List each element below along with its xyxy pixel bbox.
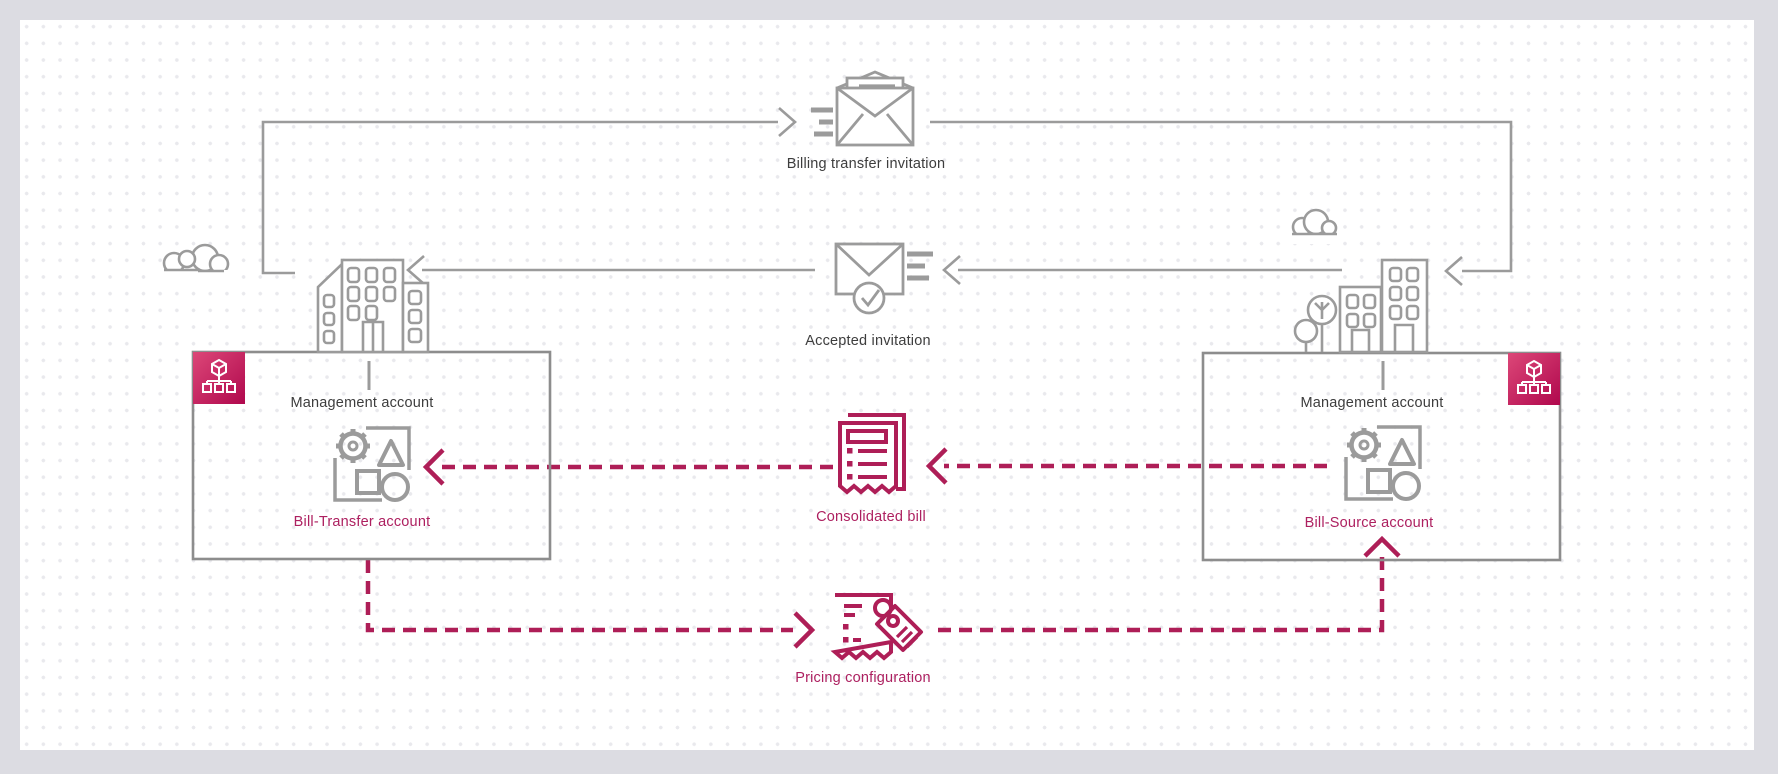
tree-icon (1293, 318, 1319, 352)
gear-icon (336, 429, 370, 463)
accepted-invitation-label: Accepted invitation (805, 333, 931, 349)
management-account-label-right: Management account (1300, 395, 1444, 411)
accepted-invitation-flow-left (406, 255, 815, 285)
office-buildings-trees-icon (1293, 258, 1429, 354)
speed-lines-icon (907, 251, 933, 281)
square-shape (355, 469, 381, 495)
arrowhead-up-icon (1363, 535, 1401, 558)
arrowhead-left-icon (1444, 256, 1463, 286)
cloud-icon (1288, 208, 1340, 244)
consolidated-bill-flow-left (422, 448, 833, 486)
tree-icon (1306, 294, 1338, 352)
square-shape (1366, 468, 1392, 494)
tag-ring-icon (873, 598, 893, 618)
arrowhead-right-icon (778, 107, 797, 137)
arrowhead-left-icon (406, 255, 425, 285)
billing-transfer-invitation-label: Billing transfer invitation (786, 156, 946, 172)
open-envelope-send-icon (811, 70, 915, 147)
resources-icon (1344, 425, 1422, 501)
bill-transfer-account-label: Bill-Transfer account (293, 514, 431, 530)
tag-hole-icon (886, 614, 900, 628)
accepted-invitation-flow-right (942, 255, 1342, 285)
consolidated-bill-label: Consolidated bill (816, 509, 926, 525)
pricing-configuration-flow-right (938, 535, 1401, 633)
resources-icon (333, 426, 411, 502)
speed-lines-icon (811, 107, 833, 137)
aws-organizations-icon (193, 352, 245, 404)
triangle-shape (1388, 438, 1416, 466)
bill-receipt-icon (838, 413, 906, 495)
envelope-check-icon (834, 242, 933, 315)
billing-invitation-flow-left (261, 107, 797, 275)
billing-invitation-flow-right (930, 120, 1513, 286)
circle-shape (380, 472, 410, 502)
aws-organizations-icon (1508, 353, 1560, 405)
receipt-price-tag-icon (830, 593, 923, 661)
management-account-label-left: Management account (290, 395, 434, 411)
pricing-configuration-flow-left (365, 560, 816, 649)
consolidated-bill-flow-right (925, 447, 1327, 485)
arrowhead-left-icon (422, 448, 445, 486)
cloud-icon (158, 243, 230, 282)
bill-source-account-label: Bill-Source account (1304, 515, 1434, 531)
arrowhead-left-icon (942, 255, 961, 285)
triangle-shape (377, 439, 405, 467)
arrowhead-right-icon (793, 611, 816, 649)
gear-icon (1347, 428, 1381, 462)
arrowhead-left-icon (925, 447, 948, 485)
pricing-configuration-label: Pricing configuration (795, 670, 931, 686)
office-building-icon (316, 258, 430, 354)
circle-shape (1391, 471, 1421, 501)
